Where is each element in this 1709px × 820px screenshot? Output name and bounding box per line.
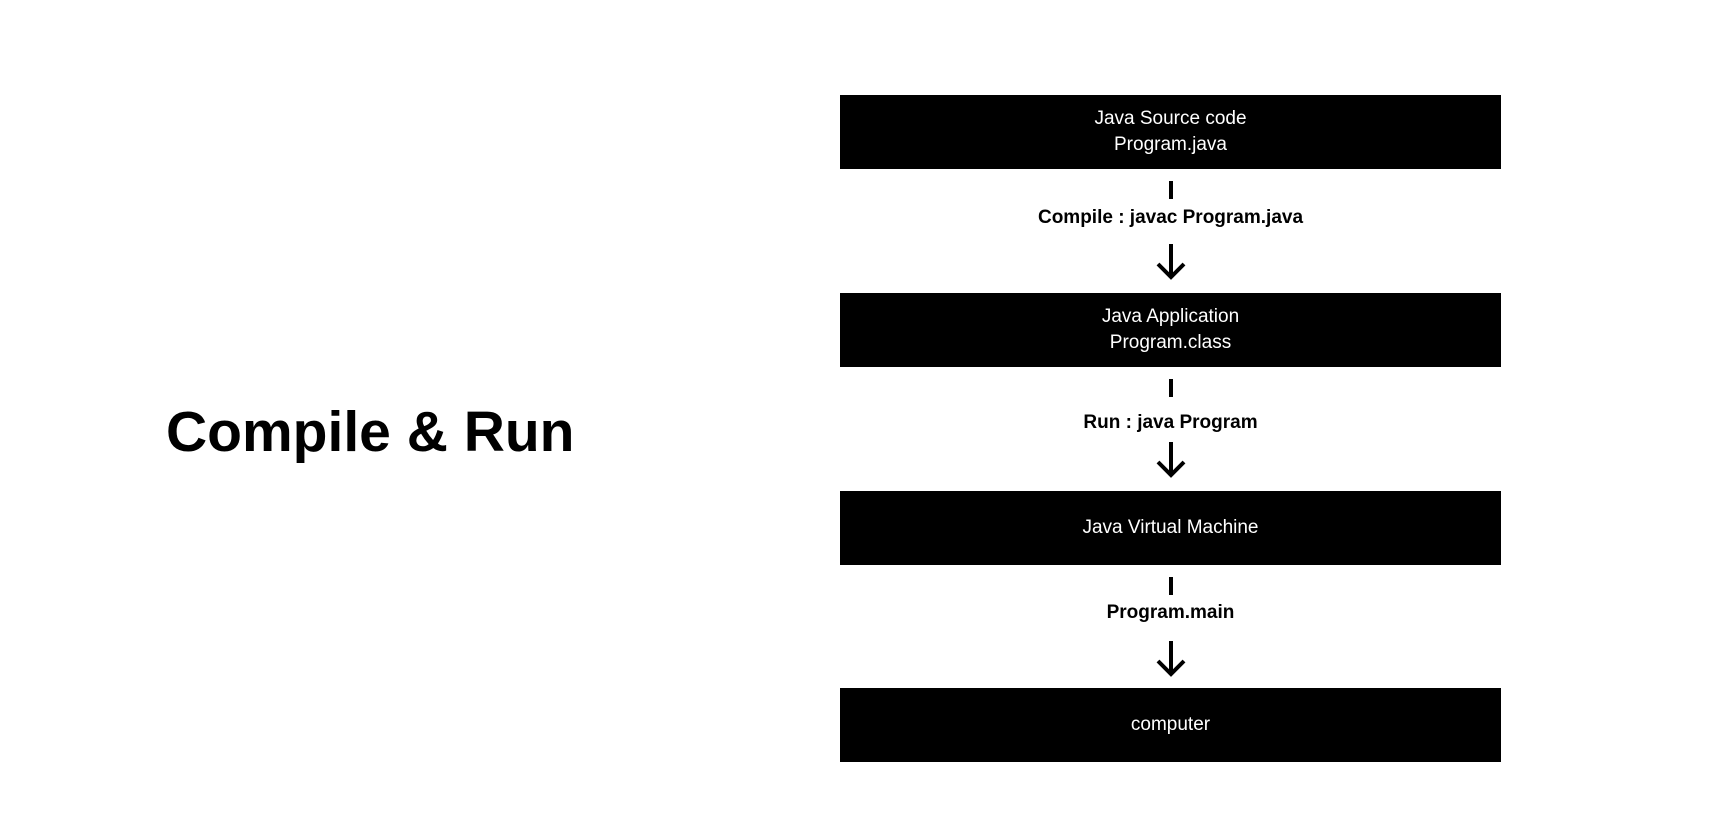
- edge-label-program-main: Program.main: [1106, 602, 1235, 623]
- edge-label-run: Run : java Program: [1083, 412, 1258, 433]
- edge-label-compile: Compile : javac Program.java: [1037, 207, 1304, 228]
- node-label: Java Virtual Machine: [1082, 517, 1259, 538]
- node-label: Java Source code: [1094, 108, 1247, 129]
- node-computer: computer: [840, 688, 1501, 762]
- arrow-down-icon: [1156, 442, 1186, 478]
- dash-connector: [1169, 181, 1173, 199]
- dash-connector: [1169, 379, 1173, 397]
- node-java-source-code: Java Source code Program.java: [840, 95, 1501, 169]
- node-filename: Program.class: [1109, 332, 1232, 353]
- node-filename: Program.java: [1114, 134, 1227, 155]
- node-java-virtual-machine: Java Virtual Machine: [840, 491, 1501, 565]
- node-label: Java Application: [1101, 306, 1240, 327]
- dash-connector: [1169, 577, 1173, 595]
- slide-title: Compile & Run: [166, 400, 575, 464]
- arrow-down-icon: [1156, 641, 1186, 677]
- node-label: computer: [1130, 714, 1211, 735]
- arrow-down-icon: [1156, 244, 1186, 280]
- node-java-application: Java Application Program.class: [840, 293, 1501, 367]
